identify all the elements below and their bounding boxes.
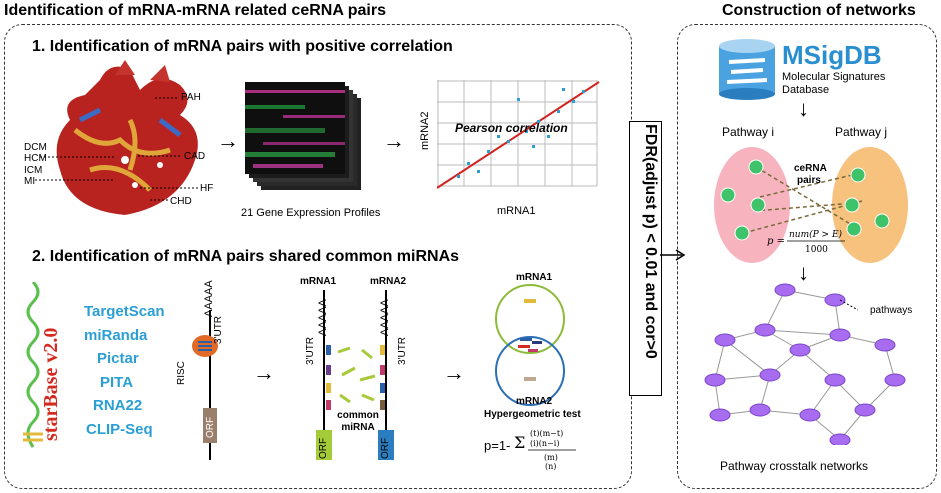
tool-item: RNA22: [93, 397, 143, 414]
utr-label-1: 3'UTR: [305, 336, 316, 365]
svg-text:Σ: Σ: [514, 433, 525, 452]
fdr-box: [629, 121, 662, 396]
svg-text:p =: p =: [767, 236, 785, 247]
arrow-down-icon: ↓: [798, 96, 809, 121]
venn-mrna2-label: mRNA2: [516, 396, 553, 407]
label-cad: CAD: [184, 151, 206, 162]
venn-mrna1-label: mRNA1: [516, 272, 553, 283]
arrow-right-icon: →: [443, 360, 465, 385]
utr-label-2: 3'UTR: [397, 336, 408, 365]
label-hcm: HCM: [24, 153, 47, 164]
arrow-right-icon: →: [253, 360, 275, 385]
cerna-label: ceRNA: [794, 163, 827, 174]
utr-label: 3'UTR: [213, 315, 224, 344]
pairs-label: pairs: [797, 175, 821, 186]
orf-label-1: ORF: [318, 437, 329, 459]
permutation-formula: p = num(P > E) 1000: [767, 229, 845, 255]
aaaaa-label-2: AAAAA: [379, 299, 391, 336]
heart-label-lines: [35, 97, 198, 201]
arrow-right-icon: →: [383, 128, 405, 153]
arrow-right-icon: →: [217, 128, 239, 153]
scatter-ylabel: mRNA2: [419, 111, 431, 150]
mrna-pair-strands: [316, 290, 394, 460]
pearson-label: Pearson correlation: [455, 121, 568, 135]
svg-text:num(P > E): num(P > E): [789, 229, 843, 240]
tool-item: miRanda: [84, 326, 148, 344]
expression-heatmap-stack: [245, 82, 361, 190]
strand-mrna2-label: mRNA2: [370, 276, 407, 287]
section2-title: 2. Identification of mRNA pairs shared c…: [32, 248, 460, 265]
pathway-j-label: Pathway j: [835, 125, 888, 139]
msigdb-title: MSigDB: [782, 40, 882, 70]
hypergeometric-formula: Σ (t)(m−t) (i)(n−i) (m) (n): [514, 429, 576, 471]
risc-mrna-strand: [192, 310, 218, 460]
svg-text:(m): (m): [544, 453, 558, 462]
label-mi: MI: [24, 176, 36, 187]
expression-caption: 21 Gene Expression Profiles: [241, 207, 381, 219]
label-pah: PAH: [181, 92, 201, 103]
hypergeometric-label: Hypergeometric test: [484, 409, 581, 420]
venn-diagram: [495, 284, 565, 406]
orf-label-2: ORF: [380, 437, 391, 459]
scatter-xlabel: mRNA1: [497, 205, 536, 217]
pathways-label: pathways: [870, 305, 913, 316]
pathway-crosstalk-ellipses: [714, 147, 908, 263]
svg-text:1000: 1000: [805, 245, 828, 255]
orf-label: ORF: [205, 416, 216, 438]
aaaaa-label: AAAAA: [203, 280, 215, 317]
scatter-plot: [437, 80, 600, 189]
svg-text:(t)(m−t): (t)(m−t): [530, 429, 563, 438]
fdr-arrow: [660, 249, 686, 261]
heart-illustration: [56, 60, 198, 216]
fdr-text: FDR(adjust p) < 0.01 and cor>0: [642, 124, 659, 359]
label-icm: ICM: [24, 165, 43, 176]
pathway-i-label: Pathway i: [722, 125, 775, 139]
formula-prefix: p=1-: [484, 438, 511, 453]
svg-text:(n): (n): [545, 462, 556, 471]
section1-title: 1. Identification of mRNA pairs with pos…: [32, 38, 453, 55]
msigdb-subtitle-2: Database: [782, 84, 830, 96]
aaaaa-label-1: AAAAA: [317, 299, 329, 336]
right-title: Construction of networks: [722, 2, 916, 19]
starbase-rna-icon: [23, 282, 43, 448]
label-dcm: DCM: [24, 142, 47, 153]
msigdb-subtitle-1: Molecular Signatures: [782, 71, 886, 83]
arrow-down-icon: ↓: [798, 260, 809, 285]
tool-item: Pictar: [97, 350, 139, 367]
tool-item: PITA: [100, 373, 134, 391]
right-panel: [677, 24, 937, 489]
tools-list: TargetScan miRanda Pictar PITA RNA22 CLI…: [84, 300, 165, 441]
label-chd: CHD: [170, 196, 192, 207]
starbase-label: starBase v2.0: [40, 327, 62, 441]
tool-item: CLIP-Seq: [86, 420, 153, 438]
network-caption: Pathway crosstalk networks: [720, 459, 869, 473]
left-title: Identification of mRNA-mRNA related ceRN…: [4, 2, 386, 19]
tool-item: TargetScan: [84, 303, 165, 320]
strand-mrna1-label: mRNA1: [300, 276, 337, 287]
svg-text:(i)(n−i): (i)(n−i): [530, 439, 559, 448]
label-hf: HF: [200, 183, 214, 194]
risc-label: RISC: [176, 361, 187, 385]
pathway-network: [704, 283, 906, 445]
database-icon: [719, 39, 775, 100]
common-mirna-label: common miRNA: [337, 410, 379, 433]
